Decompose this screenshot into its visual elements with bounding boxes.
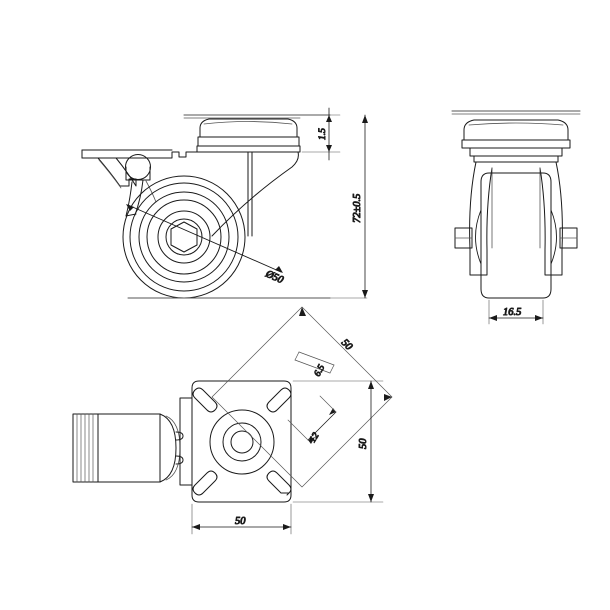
slot-detail-line-c — [294, 351, 300, 361]
dim-arrow-plate-h-top — [368, 381, 374, 389]
swivel-collar-2 — [473, 155, 559, 163]
top-plate-crown-line — [203, 121, 293, 125]
front-top-plate-body — [461, 139, 571, 149]
dim-arrow-width-right — [535, 315, 543, 321]
diameter-arrow-start — [126, 204, 134, 211]
dim-plate-width: 50 — [235, 516, 246, 527]
front-plate-crown-line — [468, 122, 564, 126]
brake-mount-flange — [179, 397, 193, 486]
fork-right-leg — [211, 151, 299, 237]
axle-hex-nut — [170, 221, 198, 253]
bolt-slot-bottom-left — [192, 470, 218, 496]
dim-arrow-offset-a — [308, 437, 315, 444]
brake-boss-lower — [175, 455, 184, 465]
fork-leg-left — [469, 161, 493, 276]
dim-arrow-offset-b — [329, 408, 336, 415]
dim-arrow-plate-bottom — [326, 145, 332, 152]
bolt-pattern-construction-square — [211, 306, 393, 488]
view-brake-side-profile — [72, 397, 193, 486]
brake-shoe-tip — [125, 213, 137, 217]
dim-arrow-width-left — [489, 315, 497, 321]
dim-arrow-diag-top — [299, 307, 306, 316]
wheel-front-body — [480, 172, 552, 299]
top-plate-cap — [199, 118, 298, 138]
ext-line-offset-b — [319, 395, 337, 413]
diameter-arrow-end — [275, 266, 283, 273]
wheel-hub-arc-left — [475, 209, 482, 265]
brake-pivot-mount — [125, 166, 151, 181]
bolt-slot-top-right — [266, 387, 292, 413]
wheel-rim-inner — [146, 199, 222, 275]
view-front-elevation: 16.5 — [451, 110, 581, 325]
brake-pedal-inner-line — [98, 159, 122, 189]
dim-arrow-height-top — [362, 115, 368, 123]
slot-detail-callout — [294, 351, 335, 374]
dim-overall-height: 72±0.5 — [352, 194, 363, 223]
dim-arrow-plate-h-bottom — [368, 494, 374, 502]
wheel-tyre-inner — [129, 182, 239, 292]
swivel-collar — [469, 147, 563, 157]
slot-detail-line-a — [294, 359, 331, 374]
plate-hub-bore — [230, 430, 254, 454]
wheel-rim-outer — [138, 191, 230, 283]
dim-plate-height: 50 — [358, 438, 369, 449]
dim-wheel-width: 16.5 — [503, 307, 521, 318]
dim-arrow-plate-w-right — [283, 524, 291, 530]
dim-arrow-diag-end — [384, 394, 392, 401]
bolt-slot-top-left — [192, 387, 218, 413]
slot-detail-line-b — [298, 351, 335, 366]
dim-plate-thickness: 1.5 — [318, 128, 328, 140]
plate-hub-outer — [209, 409, 275, 475]
wheel-hub-outer — [157, 210, 211, 264]
ext-line-offset-a — [287, 419, 309, 441]
bolt-slot-bottom-right — [266, 470, 292, 496]
top-plate-base — [196, 145, 301, 153]
diameter-leader-line — [127, 204, 282, 273]
brake-boss-upper — [175, 431, 184, 441]
dim-arrow-plate-w-left — [192, 524, 200, 530]
dim-arrow-height-bottom — [362, 290, 368, 298]
dim-arrow-plate-top — [326, 115, 332, 122]
dim-line-slot-offset — [307, 411, 337, 441]
front-top-plate-cap — [463, 119, 569, 141]
brake-shoe-outer — [125, 181, 133, 217]
wheel-hub-arc-right — [550, 209, 557, 265]
plate-hub-mid — [222, 422, 262, 462]
brake-bracket-curve — [159, 413, 177, 483]
slot-detail-line-d — [329, 364, 335, 374]
plate-outline — [191, 380, 292, 503]
brake-link — [145, 180, 157, 203]
view-side-elevation-with-brake: Ø50 1.5 72±0.5 — [81, 107, 368, 299]
brake-pedal — [97, 157, 137, 187]
fork-leg-right — [539, 161, 563, 276]
